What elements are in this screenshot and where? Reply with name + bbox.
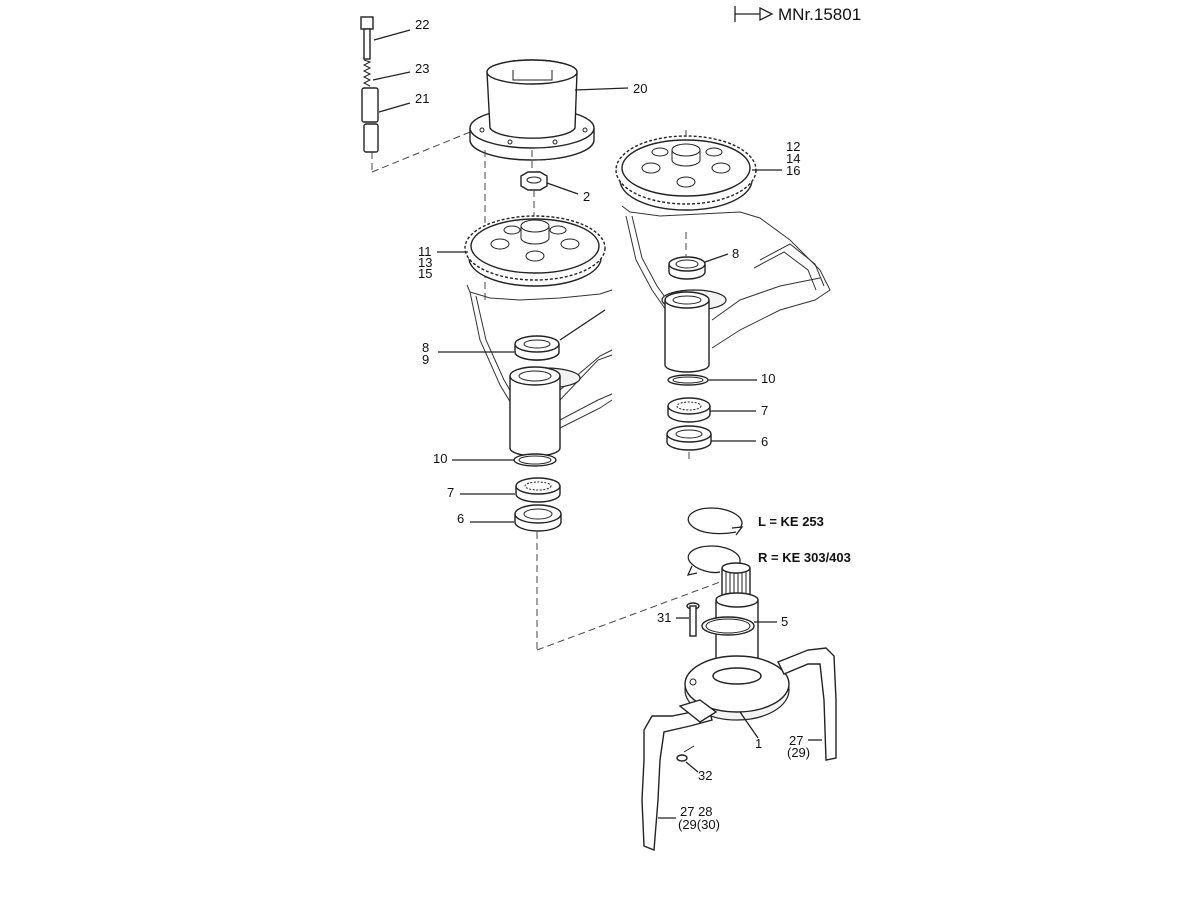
label-6-left: 6 bbox=[457, 511, 464, 526]
arrow-right-icon bbox=[734, 6, 774, 22]
rotation-indicator: L = KE 253 R = KE 303/403 bbox=[686, 507, 851, 576]
label-15: 15 bbox=[418, 266, 432, 281]
bearing-8-9-left: 8 9 bbox=[422, 309, 606, 367]
rotation-arrow-right-icon bbox=[687, 545, 741, 574]
label-8-right: 8 bbox=[732, 246, 739, 261]
rotation-right-text: R = KE 303/403 bbox=[758, 550, 851, 565]
bushing-right bbox=[661, 289, 727, 373]
clip-32: 32 bbox=[676, 745, 712, 783]
label-7-right: 7 bbox=[761, 403, 768, 418]
tine-27-28-left: 27 28 (29(30) bbox=[641, 699, 720, 852]
model-number: MNr.15801 bbox=[778, 5, 861, 24]
label-14: 14 bbox=[786, 151, 800, 166]
ring-10-left: 10 bbox=[433, 451, 557, 467]
label-22: 22 bbox=[415, 17, 429, 32]
label-32: 32 bbox=[698, 768, 712, 783]
bushing-left bbox=[509, 366, 581, 457]
gear-11-13-15: 11 13 15 bbox=[418, 215, 606, 287]
bearing-7-right: 7 bbox=[667, 397, 768, 423]
label-31: 31 bbox=[657, 610, 671, 625]
bearing-6-right: 6 bbox=[666, 425, 768, 451]
nut-2: 2 bbox=[520, 171, 590, 204]
label-16: 16 bbox=[786, 163, 800, 178]
label-20: 20 bbox=[633, 81, 647, 96]
label-1: 1 bbox=[755, 736, 762, 751]
tine-27-29-right: 27 (29) bbox=[777, 647, 837, 761]
ring-5: 5 bbox=[701, 614, 788, 636]
label-21: 21 bbox=[415, 91, 429, 106]
housing-20: 20 bbox=[469, 59, 647, 161]
label-29-30-left: (29(30) bbox=[678, 817, 720, 832]
label-7-left: 7 bbox=[447, 485, 454, 500]
label-27-right: 27 bbox=[789, 733, 803, 748]
label-2: 2 bbox=[583, 189, 590, 204]
spring-23: 23 bbox=[362, 59, 429, 87]
label-8-left: 8 bbox=[422, 340, 429, 355]
model-number-marker: MNr.15801 bbox=[734, 5, 861, 24]
ring-10-right: 10 bbox=[667, 371, 775, 386]
label-6-right: 6 bbox=[761, 434, 768, 449]
bolt-22: 22 bbox=[360, 16, 429, 60]
label-9: 9 bbox=[422, 352, 429, 367]
label-12: 12 bbox=[786, 139, 800, 154]
label-23: 23 bbox=[415, 61, 429, 76]
gear-12-14-16: 12 14 16 bbox=[615, 135, 800, 211]
bearing-7-left: 7 bbox=[447, 477, 561, 503]
rotation-arrow-left-icon bbox=[687, 507, 743, 535]
label-10-left: 10 bbox=[433, 451, 447, 466]
pin-31: 31 bbox=[657, 602, 700, 637]
bearing-8-right: 8 bbox=[668, 246, 739, 280]
label-5: 5 bbox=[781, 614, 788, 629]
label-29-right: (29) bbox=[787, 745, 810, 760]
label-27-28-left: 27 28 bbox=[680, 804, 713, 819]
label-10-right: 10 bbox=[761, 371, 775, 386]
bearing-6-left: 6 bbox=[457, 504, 562, 532]
label-11: 11 bbox=[418, 244, 432, 259]
sleeve-21: 21 bbox=[361, 87, 429, 153]
frame-right bbox=[621, 205, 831, 349]
label-13: 13 bbox=[418, 255, 432, 270]
rotation-left-text: L = KE 253 bbox=[758, 514, 824, 529]
